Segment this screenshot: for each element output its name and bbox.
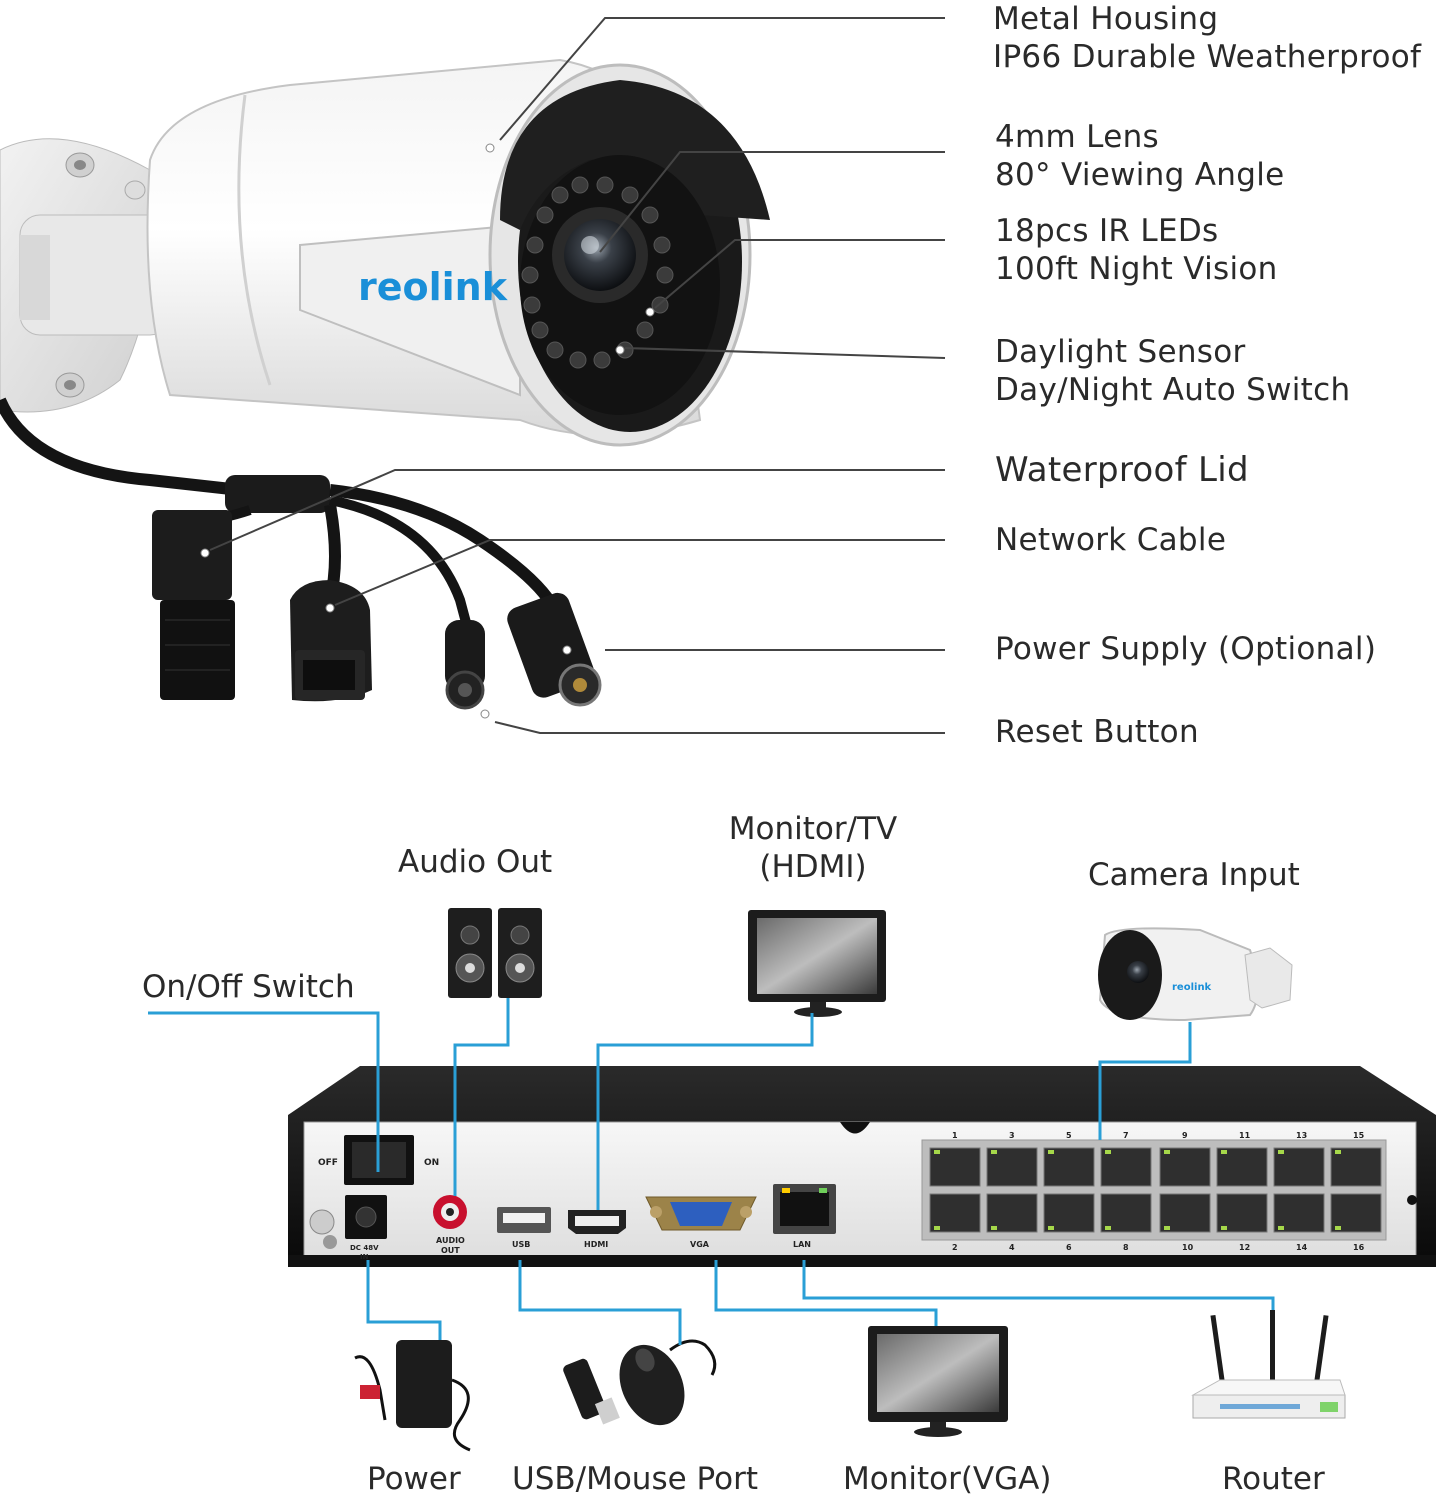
callout-power-supply: Power Supply (Optional): [995, 631, 1377, 667]
port-number-bottom: 8: [1123, 1243, 1129, 1252]
port-number-top: 3: [1009, 1131, 1015, 1140]
port-number-bottom: 6: [1066, 1243, 1072, 1252]
svg-text:HDMI: HDMI: [584, 1240, 608, 1249]
svg-text:IN: IN: [360, 1253, 369, 1261]
usb-mouse-icon: [563, 1339, 717, 1426]
port-number-top: 15: [1353, 1131, 1365, 1140]
callout-lines: [209, 17, 946, 734]
waterproof-lid-part: [152, 510, 235, 700]
port-number-top: 5: [1066, 1131, 1072, 1140]
port-number-bottom: 10: [1182, 1243, 1194, 1252]
port-number-bottom: 12: [1239, 1243, 1250, 1252]
network-cable-connector: [290, 580, 372, 702]
camera-body: reolink: [146, 58, 770, 447]
nvr-device: OFF ON DC 48V IN AUDIO OUT USB HDMI VGA: [288, 1066, 1436, 1267]
ir-led-ring: [521, 176, 674, 369]
svg-text:AUDIO: AUDIO: [436, 1236, 465, 1245]
connection-lines: [148, 998, 1275, 1345]
reset-connector: [445, 620, 485, 710]
svg-text:LAN: LAN: [793, 1240, 811, 1249]
label-camera-input: Camera Input: [1088, 857, 1300, 893]
svg-text:OUT: OUT: [441, 1246, 460, 1255]
port-number-bottom: 14: [1296, 1243, 1308, 1252]
callout-network-cable: Network Cable: [995, 522, 1227, 558]
speakers-icon: [448, 908, 542, 998]
label-monitor-hdmi: Monitor/TV (HDMI): [728, 811, 898, 885]
label-router: Router: [1222, 1461, 1325, 1497]
svg-text:USB: USB: [512, 1240, 530, 1249]
camera-cables: [0, 397, 561, 632]
hdmi-monitor-icon: [748, 910, 886, 1017]
callout-waterproof-lid: Waterproof Lid: [995, 450, 1249, 490]
port-number-bottom: 2: [952, 1243, 958, 1252]
label-on-off-switch: On/Off Switch: [142, 969, 355, 1005]
svg-text:VGA: VGA: [690, 1240, 710, 1249]
camera-brand-logo: reolink: [358, 265, 508, 309]
port-number-top: 9: [1182, 1131, 1188, 1140]
camera-input-icon: reolink: [1098, 927, 1293, 1022]
port-number-top: 7: [1123, 1131, 1129, 1140]
svg-text:reolink: reolink: [1172, 982, 1212, 993]
port-number-top: 1: [952, 1131, 958, 1140]
power-adapter-icon: [354, 1340, 471, 1452]
camera-mount: [0, 138, 171, 413]
vga-monitor-icon: [868, 1326, 1008, 1437]
label-audio-out: Audio Out: [398, 844, 553, 880]
power-connector: [507, 592, 602, 707]
label-usb-mouse-port: USB/Mouse Port: [512, 1461, 758, 1497]
label-power: Power: [367, 1461, 461, 1497]
svg-text:ON: ON: [424, 1158, 439, 1168]
router-icon: [1191, 1310, 1346, 1419]
port-number-top: 13: [1296, 1131, 1307, 1140]
port-number-top: 11: [1239, 1131, 1251, 1140]
svg-text:DC 48V: DC 48V: [350, 1244, 379, 1252]
port-number-bottom: 4: [1009, 1243, 1015, 1252]
port-number-bottom: 16: [1353, 1243, 1365, 1252]
svg-text:OFF: OFF: [318, 1158, 338, 1168]
callout-reset-button: Reset Button: [995, 714, 1199, 750]
label-monitor-vga: Monitor(VGA): [843, 1461, 1052, 1497]
